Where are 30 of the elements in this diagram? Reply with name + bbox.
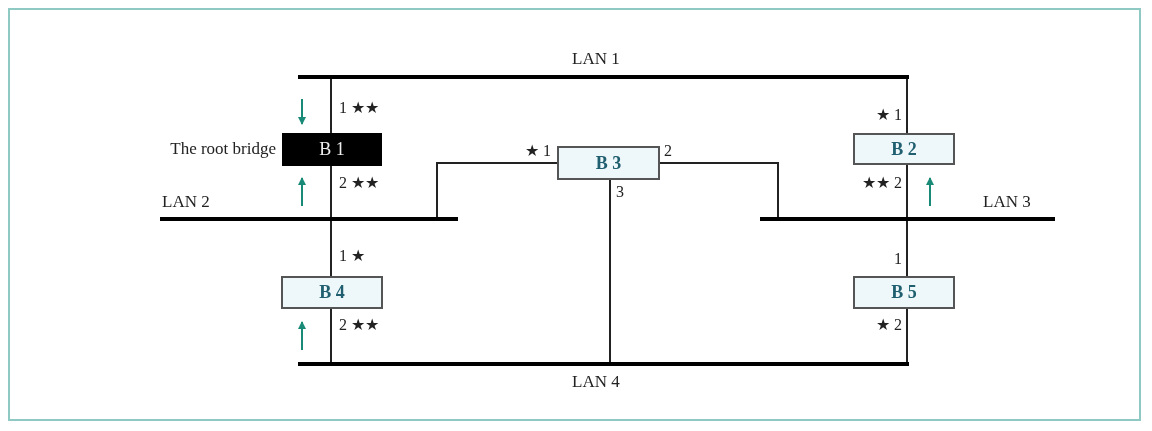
link-line — [906, 308, 908, 363]
bridge-box — [282, 133, 382, 166]
lan-bus-bar — [298, 362, 909, 366]
link-line — [609, 179, 611, 363]
lan-bus-bar — [298, 75, 909, 79]
link-line — [659, 162, 779, 218]
link-line — [330, 78, 332, 134]
bridge-label: B 1 — [319, 139, 345, 160]
bridge-label: B 4 — [319, 282, 345, 303]
lan-bus-bar — [760, 217, 1055, 221]
link-line — [906, 78, 908, 134]
lan-bus-bar — [160, 217, 458, 221]
link-line — [436, 162, 558, 218]
bridge-box — [853, 276, 955, 309]
link-line — [330, 220, 332, 277]
bridge-label: B 5 — [891, 282, 917, 303]
bridge-box — [281, 276, 383, 309]
bridge-box — [853, 133, 955, 165]
lan-label: LAN 1 — [572, 49, 620, 69]
link-line — [906, 164, 908, 218]
lan-label: LAN 4 — [572, 372, 620, 392]
lan-label: LAN 3 — [983, 192, 1031, 212]
link-line — [330, 165, 332, 218]
bridge-label: B 2 — [891, 138, 917, 160]
lan-label: LAN 2 — [162, 192, 210, 212]
bridge-box — [557, 146, 660, 180]
bridge-label: B 3 — [595, 152, 622, 174]
link-line — [906, 220, 908, 277]
bridge-caption: The root bridge — [170, 139, 276, 159]
link-line — [330, 308, 332, 363]
